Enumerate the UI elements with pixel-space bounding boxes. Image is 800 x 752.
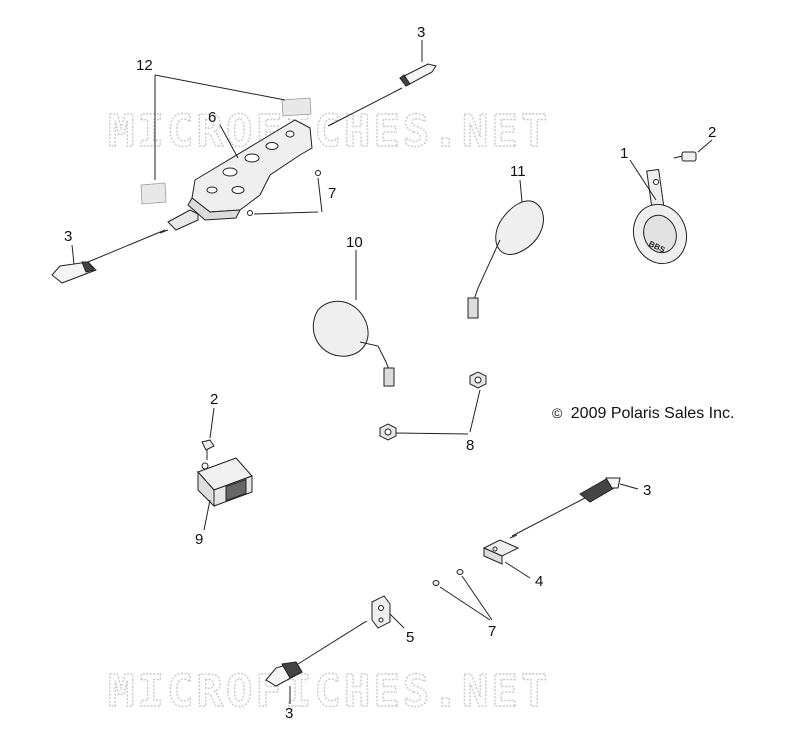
callout-6: 6 — [208, 109, 216, 126]
decal-parts — [140, 97, 312, 205]
callout-3-lower-right-leader — [619, 483, 639, 490]
callout-5: 5 — [406, 629, 414, 646]
relay-part — [197, 457, 253, 508]
screw-parts-lower — [432, 569, 464, 586]
rear-bracket-right — [482, 539, 520, 565]
horn-part: BBS — [633, 168, 687, 265]
callout-8-leaders — [395, 389, 481, 435]
callout-12-leaders — [154, 74, 286, 180]
callout-10: 10 — [346, 234, 363, 251]
callout-2-lower-leader — [209, 407, 215, 439]
turn-signal-front-left — [51, 209, 199, 284]
callout-7-lower-leaders — [439, 575, 493, 621]
turn-signal-rear-right — [509, 477, 621, 539]
nut-parts — [379, 371, 487, 441]
copyright-text: 2009 Polaris Sales Inc. — [571, 405, 735, 422]
screw-parts-upper — [247, 170, 321, 216]
callout-7-upper: 7 — [328, 185, 336, 202]
callout-5-leader — [389, 613, 405, 629]
callout-3-upper-left-leader — [71, 244, 75, 265]
callout-7-upper-leaders — [253, 177, 323, 215]
callout-1: 1 — [620, 145, 628, 162]
turn-signal-front-right — [327, 63, 437, 127]
callout-6-leader — [219, 124, 239, 159]
callout-11: 11 — [510, 163, 526, 180]
copyright-notice: © 2009 Polaris Sales Inc. — [552, 405, 734, 422]
turn-signal-rear-left — [265, 620, 368, 687]
callout-4: 4 — [535, 573, 543, 590]
callout-3-upper-left: 3 — [64, 228, 72, 245]
watermark-top: MICROFICHES.NET — [108, 106, 550, 157]
mirror-left — [312, 300, 395, 387]
callout-9-leader — [203, 499, 211, 531]
callout-4-leader — [504, 561, 531, 579]
callout-3-lower-left: 3 — [285, 705, 293, 722]
callout-8: 8 — [466, 437, 474, 454]
callout-2-upper: 2 — [708, 124, 716, 141]
callout-1-leader — [629, 159, 657, 201]
watermark-bottom: MICROFICHES.NET — [108, 666, 550, 717]
callout-9: 9 — [195, 531, 203, 548]
bolt-part-lower — [201, 439, 215, 460]
mirror-right — [467, 200, 544, 319]
callout-12: 12 — [136, 57, 153, 74]
copyright-symbol: © — [552, 405, 563, 421]
callout-7-lower: 7 — [488, 623, 496, 640]
front-bracket — [187, 119, 313, 221]
callout-2-lower: 2 — [210, 391, 218, 408]
callout-3-lower-right: 3 — [643, 482, 651, 499]
callout-3-upper-right: 3 — [417, 24, 425, 41]
callout-2-upper-leader — [697, 139, 713, 153]
rear-bracket-left — [371, 595, 391, 629]
bolt-part-upper — [673, 151, 697, 162]
callout-11-leader — [519, 179, 523, 203]
